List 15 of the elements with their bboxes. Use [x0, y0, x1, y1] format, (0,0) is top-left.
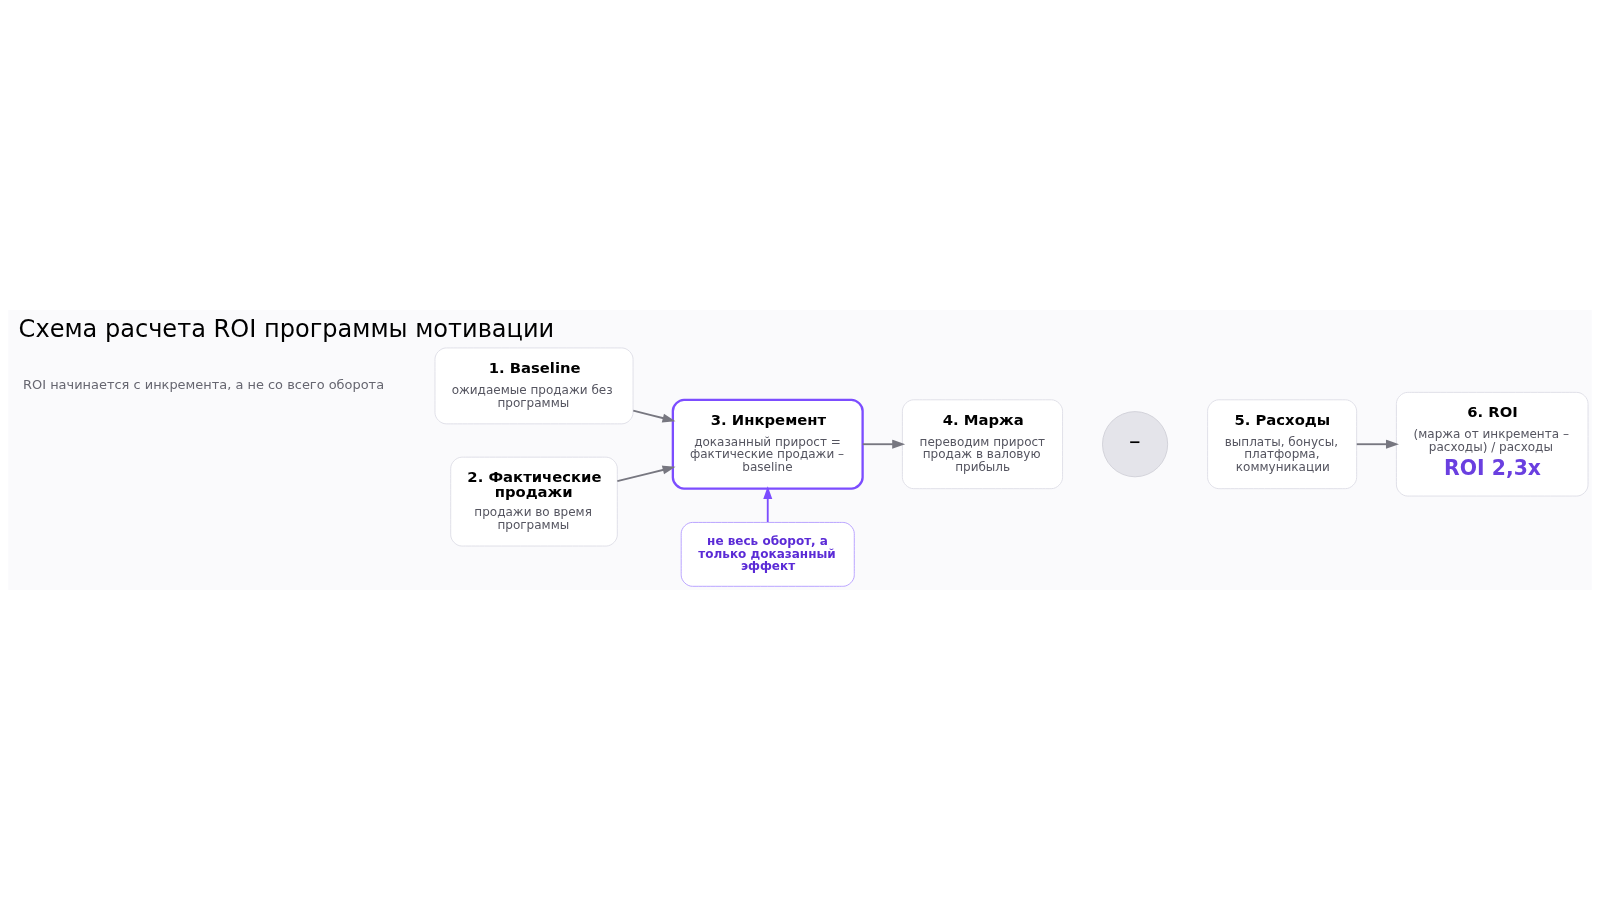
arrow: [861, 439, 906, 449]
node-box: не весь оборот, а только доказанный эффект: [680, 521, 855, 587]
label: ROI начинается с инкремента, а не со всего оборота: [23, 377, 385, 393]
node-box: 5. Расходы выплаты, бонусы, платформа, коммуникации: [1207, 399, 1358, 490]
node-circle: −: [1102, 411, 1169, 478]
node-box: 2. Фактические продажи продажи во время программы: [450, 456, 618, 547]
arrow: [763, 486, 773, 524]
arrow: [632, 409, 676, 423]
arrow: [616, 465, 676, 483]
diagram-title: Схема расчета ROI программы мотивации: [18, 314, 555, 343]
node-box: 4. Маржа переводим прирост продаж в валовую прибыль: [901, 399, 1063, 490]
arrow: [1355, 439, 1399, 449]
node-box: 3. Инкремент доказанный прирост = фактические продажи – baseline: [671, 398, 864, 490]
node-box: 6. ROI (маржа от инкремента – расходы) / расходы ROI 2,3x: [1395, 391, 1589, 497]
node-box: 1. Baseline ожидаемые продажи без программы: [434, 347, 634, 425]
